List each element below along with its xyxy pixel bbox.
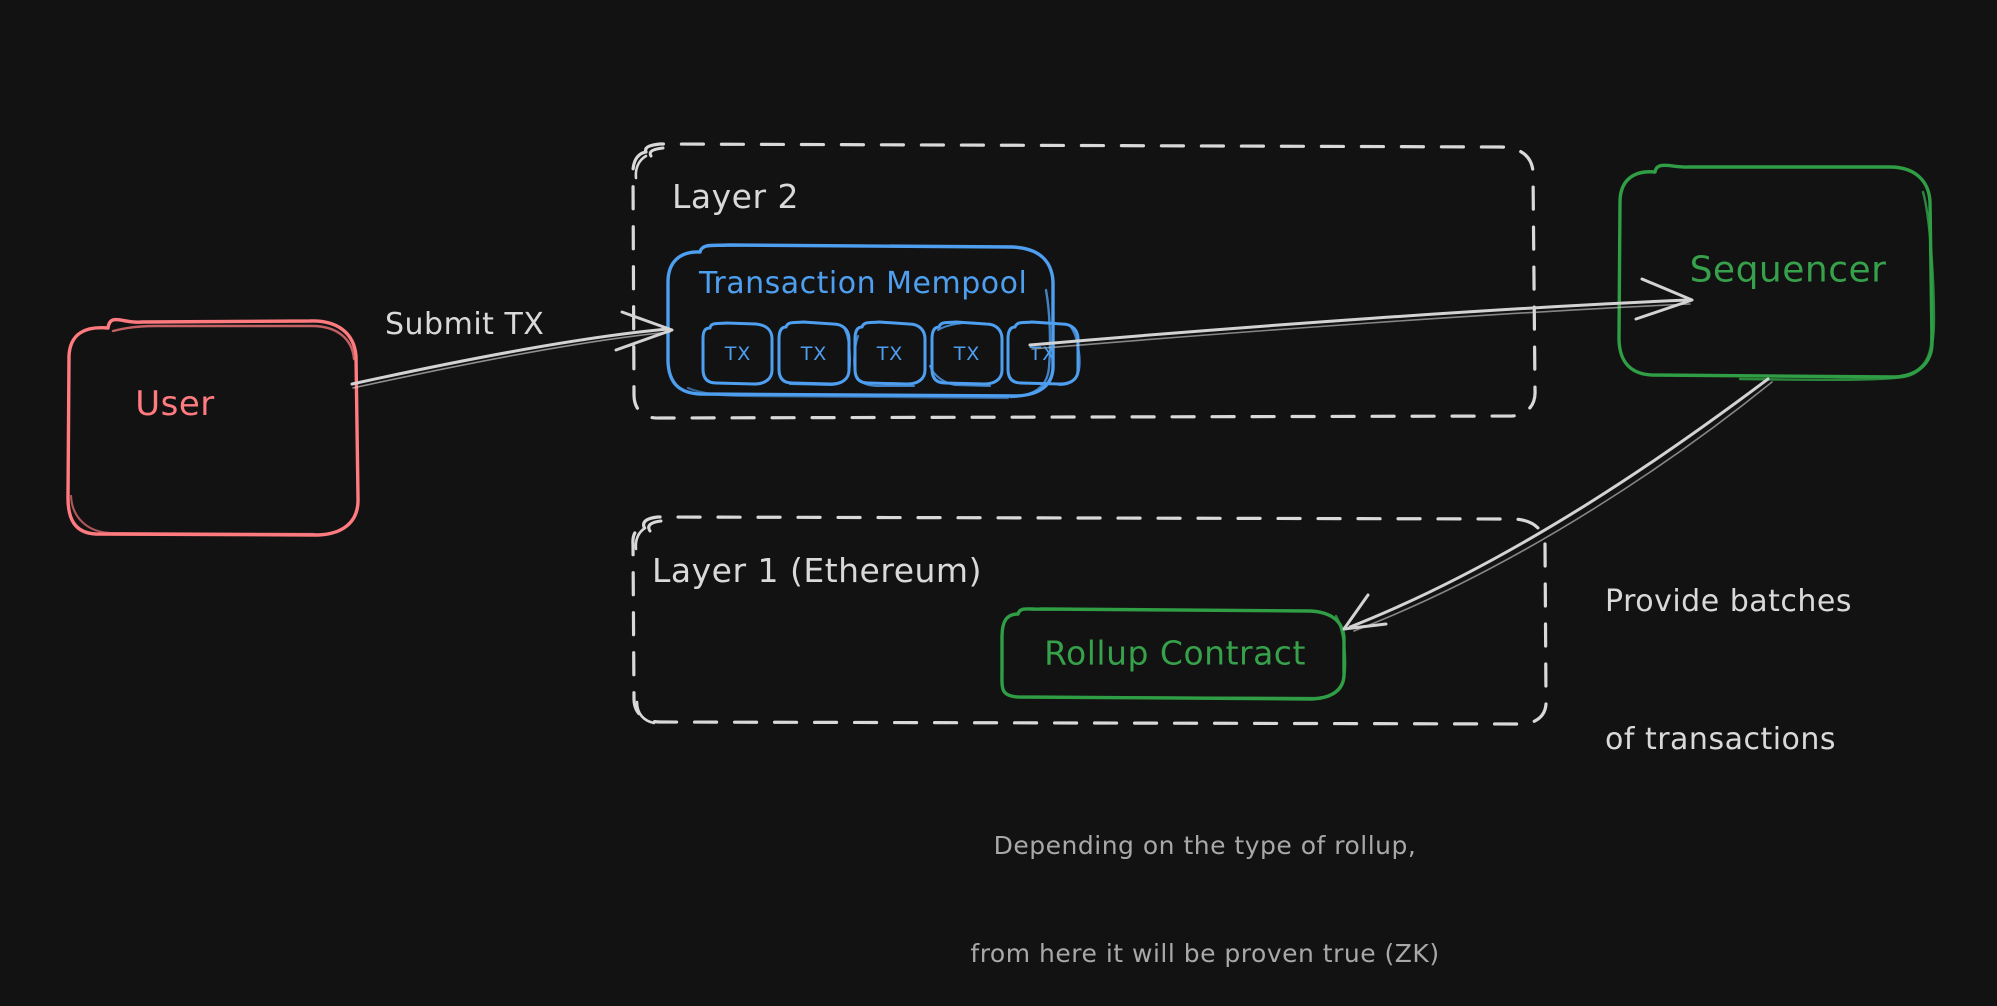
node-user[interactable] (66, 317, 360, 537)
tx-chip[interactable] (1006, 320, 1081, 387)
tx-chip[interactable] (777, 320, 851, 387)
node-rollup-contract[interactable] (1000, 607, 1347, 701)
arrow-sequencer-to-rollup (1342, 377, 1773, 632)
node-sequencer[interactable] (1617, 163, 1936, 382)
tx-chip[interactable] (928, 320, 1004, 388)
layer2-container[interactable] (631, 142, 1537, 420)
arrow-mempool-to-sequencer (1028, 277, 1694, 350)
tx-chip-list (701, 320, 1081, 388)
arrow-user-to-mempool (350, 310, 674, 389)
layer1-container[interactable] (631, 515, 1548, 726)
tx-chip[interactable] (853, 320, 927, 388)
tx-chip[interactable] (701, 321, 774, 386)
node-mempool[interactable] (666, 243, 1081, 400)
